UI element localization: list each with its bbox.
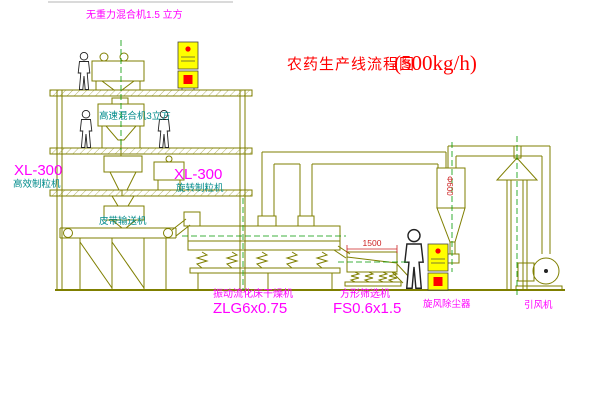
sieve-spring-icon [377,271,389,283]
label-sieve-model: FS0.6x1.5 [333,300,401,317]
vibration-spring-icon [195,251,209,269]
dryer-feed-inlet [183,211,201,227]
granulator-chute [126,171,137,191]
dryer-discharge-chute [337,245,351,255]
sieve-dimension [346,245,398,253]
dryer-exhaust-stub [297,215,315,227]
sieve-spring-icon [349,271,361,283]
granulator-body [153,161,185,181]
sieve-discharge-chute [391,271,404,284]
dryer-base-beam [189,267,341,274]
floor2-slab [49,147,253,155]
control-cabinet-2 [427,243,449,291]
sieve-base [344,281,402,287]
worker-figure [79,109,93,148]
cabinet-panel [177,41,199,70]
sieve-spring-icon [363,271,375,283]
sieve-spring-icon [387,271,399,283]
cyclone-cone [436,207,466,243]
feeder-hopper [111,195,135,207]
granulator-motor-icon [165,155,173,163]
square-sieve [344,251,410,287]
label-granulator-left-name: 高效制粒机 [13,178,61,190]
roof-slab [49,89,253,97]
head-pulley-icon [163,228,173,238]
granulator-body [103,155,143,173]
label-top-mixer: 无重力混合机1.5 立方 [86,8,183,21]
control-cabinet-1 [177,41,199,90]
fan-shaft-icon [544,269,548,273]
fluid-bed-dryer [183,211,351,290]
stop-button-icon [183,75,193,84]
dryer-body [187,225,341,251]
mixer-motor-icon [99,52,109,62]
label-sieve-name: 方形筛选机 [340,287,390,300]
label-dryer-model: ZLG6x0.75 [213,300,287,317]
label-granulator-left-model: XL-300 [14,162,62,179]
conveyor-brace [111,241,145,289]
cabinet-panel [427,243,449,272]
tail-pulley-icon [63,228,73,238]
sieve-discharge-chute [396,263,410,278]
fan-scroll [532,257,560,285]
floor3-slab [49,189,253,197]
indicator-lamp-icon [435,248,441,254]
mixer-cone [104,125,138,141]
granulator-chute [109,171,120,191]
dimension-text-1500: 1500 [363,238,382,248]
dryer-discharge-chute [333,249,347,259]
building-frame [49,89,565,291]
gravityless-mixer [91,52,145,91]
label-dryer-name: 振动流化床干燥机 [213,287,293,300]
exhaust-duct [261,151,447,216]
induced-draft-fan [515,257,563,291]
rain-cap [495,157,539,181]
worker-figure [404,228,424,289]
sieve-screen [346,256,398,264]
fan-motor [517,262,535,282]
clean-air-pipe [447,145,551,254]
granulator-right [153,155,185,190]
cyclone-dipleg [449,241,456,255]
dryer-exhaust-stub [257,215,277,227]
label-cyclone: 旋风除尘器 [423,298,471,310]
indicator-lamp-icon [185,46,191,52]
mixer-body [91,60,145,82]
stack-tip [513,145,522,159]
stop-button-icon [433,277,443,286]
label-fan: 引风机 [524,299,553,311]
vibration-spring-icon [225,251,239,269]
diagram-title-capacity: (500kg/h) [394,51,477,75]
diagram-title: 农药生产线流程图 [287,56,415,73]
belt-conveyor [59,218,191,290]
mixer-discharge-cone [100,80,136,91]
mixer-top-motor [111,97,129,105]
worker-figure [77,51,91,90]
vibration-spring-icon [285,251,299,269]
label-granulator-right-name: 旋转制粒机 [176,182,224,194]
vibration-spring-icon [315,251,329,269]
label-belt-conveyor: 皮带输送机 [99,215,147,227]
fan-base [515,285,563,291]
granulator-left [103,155,143,191]
centerlines [120,40,518,298]
label-granulator-right-model: XL-300 [174,166,222,183]
high-speed-mixer [97,97,145,156]
dimension-text-cyclone: Φ600 [445,176,454,196]
vibration-spring-icon [255,251,269,269]
label-high-speed-mixer: 高速混合机3立方 [99,110,171,122]
conveyor-brace [79,241,113,289]
